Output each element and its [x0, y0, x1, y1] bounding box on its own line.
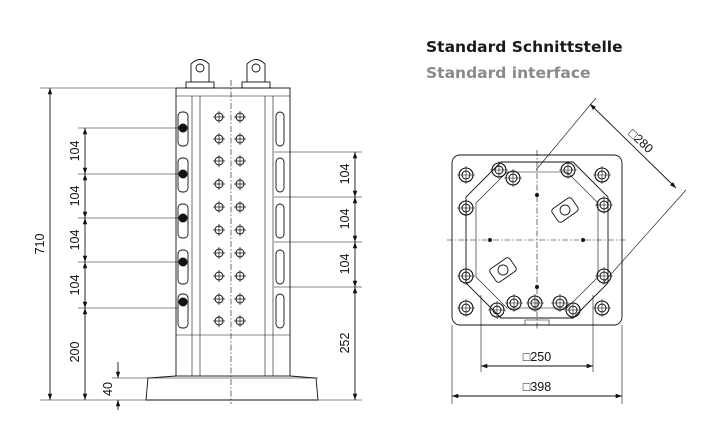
- lifting-eye-right: [241, 59, 271, 89]
- dim-bottom-offset: 200: [68, 342, 82, 363]
- dim-right-pitch-2: 104: [338, 209, 352, 230]
- dim-right-pitch-3: 104: [338, 254, 352, 275]
- dim-total-height: 710: [33, 234, 47, 255]
- tower-body: [175, 87, 291, 377]
- lifting-eye-left: [185, 59, 215, 89]
- dim-bolt-square: □250: [523, 350, 551, 364]
- right-slot-column: [275, 111, 285, 329]
- dim-pitch-3: 104: [68, 230, 82, 251]
- top-view: □250 □398 □280: [447, 97, 687, 404]
- dim-right-pitch-1: 104: [338, 164, 352, 185]
- hole-grid: [212, 110, 247, 328]
- dim-pitch-1: 104: [68, 141, 82, 162]
- dim-right-bottom-offset: 252: [338, 333, 352, 354]
- dim-pitch-4: 104: [68, 275, 82, 296]
- locating-holes: [488, 193, 585, 289]
- title-german: Standard Schnittstelle: [426, 38, 623, 56]
- dim-diagonal: □280: [626, 126, 656, 156]
- dim-outer-square: □398: [523, 380, 551, 394]
- base-plate: [145, 375, 319, 401]
- lifting-eye-top-right: [551, 197, 579, 223]
- left-slot-column: [177, 111, 189, 329]
- dim-base-height: 40: [101, 382, 115, 396]
- lifting-eye-top-left: [489, 257, 517, 283]
- side-view: 710 104 104 104 104 200 40 104 104 104 2…: [33, 59, 362, 410]
- title-english: Standard interface: [426, 64, 591, 82]
- dim-pitch-2: 104: [68, 186, 82, 207]
